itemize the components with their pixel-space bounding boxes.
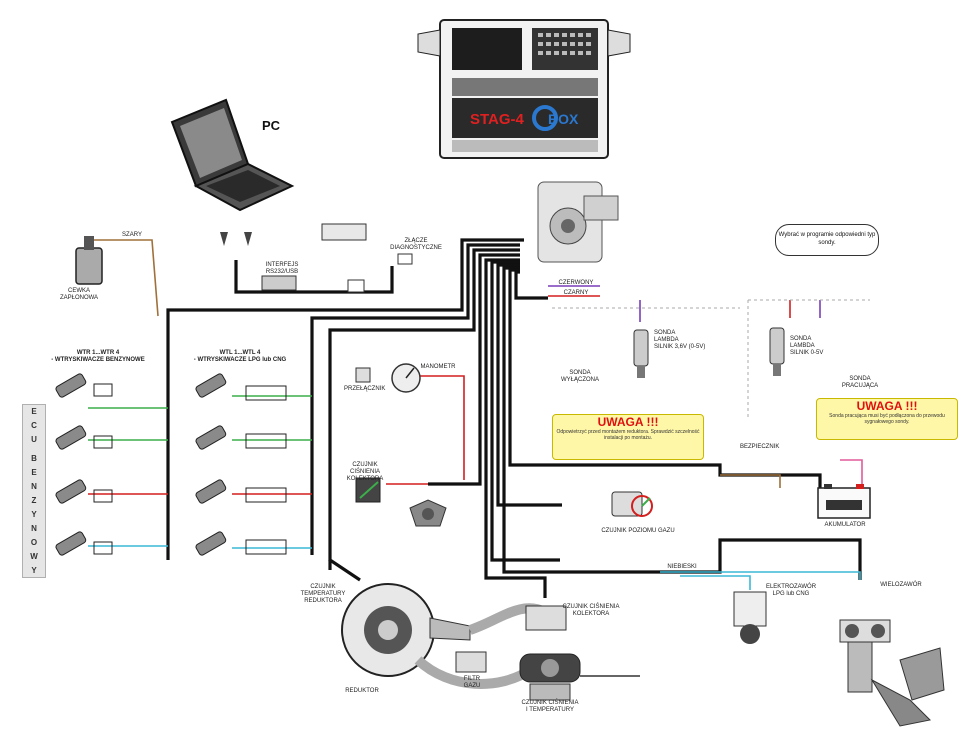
filter-label: FILTR GAZU bbox=[463, 676, 481, 689]
warning-left-title: UWAGA !!! bbox=[597, 415, 659, 429]
interface-module bbox=[220, 223, 413, 293]
petrol-injector-3 bbox=[55, 479, 113, 504]
warning-right-text: Sonda pracująca musi być podłączona do p… bbox=[829, 413, 945, 425]
temp-sensor-icon bbox=[519, 605, 581, 701]
lambda-right-icon bbox=[769, 327, 785, 376]
sonda-pracujaca-label: SONDA PRACUJĄCA bbox=[841, 376, 879, 389]
warning-right-title: UWAGA !!! bbox=[856, 399, 918, 413]
ignition-coil-icon bbox=[75, 236, 103, 285]
switch-label: PRZEŁĄCZNIK bbox=[344, 386, 386, 392]
module-sub: BOX bbox=[548, 111, 579, 127]
interface-label: INTERFEJS RS232/USB bbox=[265, 262, 299, 275]
lambda-left-icon bbox=[633, 329, 649, 378]
reducer-head bbox=[537, 181, 619, 263]
ecu-letter: C bbox=[31, 421, 37, 431]
ecu-letter: Y bbox=[31, 565, 37, 575]
battery-label: AKUMULATOR bbox=[824, 522, 866, 528]
lpg-injector-4 bbox=[195, 531, 287, 556]
petrol-injector-4 bbox=[55, 531, 113, 556]
pressure-sensor-label: CZUJNIK CIŚNIENIA I TEMPERATURY bbox=[521, 700, 579, 713]
connector-label: ZŁĄCZE DIAGNOSTYCZNE bbox=[390, 238, 442, 251]
map-collector-label: CZUJNIK CIŚNIENIA KOLEKTORA bbox=[562, 604, 620, 617]
lpg-injectors-header: WTL 1...WTL 4 - WTRYSKIWACZE LPG lub CNG bbox=[193, 350, 287, 363]
laptop-icon bbox=[170, 98, 295, 212]
sensor-type-bubble: Wybrać w programie odpowiedni typ sondy. bbox=[775, 224, 879, 256]
warning-left-text: Odpowietrzyć przed montażem reduktora. S… bbox=[556, 429, 700, 441]
lpg-injector-1 bbox=[195, 373, 287, 401]
gas-sensor-label: CZUJNIK POZIOMU GAZU bbox=[601, 528, 675, 534]
fuse-label: BEZPIECZNIK bbox=[740, 444, 780, 450]
manometer-icon bbox=[391, 363, 421, 393]
ecu-side-bar: E C U B E N Z Y N O W Y bbox=[22, 404, 46, 578]
battery-icon bbox=[817, 484, 871, 519]
controller-module: STAG-4 BOX bbox=[417, 19, 631, 159]
lpg-injector-2 bbox=[195, 425, 287, 450]
manometer-label: MANOMETR bbox=[420, 364, 456, 370]
temp-sensor-label: CZUJNIK TEMPERATURY REDUKTORA bbox=[300, 584, 346, 604]
petrol-injector-1 bbox=[55, 373, 113, 398]
warning-left: UWAGA !!! Odpowietrzyć przed montażem re… bbox=[552, 414, 704, 460]
map-sensor-icon bbox=[355, 477, 381, 503]
map-sensor-label: CZUJNIK CIŚNIENIA KOLEKTORA bbox=[346, 462, 384, 482]
multivalve-icon bbox=[839, 619, 945, 727]
wire-blue-label: NIEBIESKI bbox=[667, 564, 697, 570]
ecu-letter: N bbox=[31, 481, 37, 491]
lpg-injectors bbox=[195, 373, 287, 556]
filter-icon bbox=[409, 499, 447, 527]
ecu-letter: W bbox=[30, 551, 38, 561]
ecu-letter: N bbox=[31, 523, 37, 533]
wire-red-label: CZERWONY bbox=[558, 280, 594, 286]
lpg-injector-3 bbox=[195, 479, 287, 504]
switch-icon bbox=[355, 367, 371, 383]
coil-label: CEWKA ZAPŁONOWA bbox=[59, 288, 99, 301]
warning-right: UWAGA !!! Sonda pracująca musi być podłą… bbox=[816, 398, 958, 440]
ecu-letter: B bbox=[31, 454, 37, 464]
vaporizer-icon bbox=[341, 583, 548, 689]
multivalve-label: WIELOZAWÓR bbox=[880, 582, 922, 588]
module-brand: STAG-4 bbox=[470, 111, 525, 128]
ecu-letter: U bbox=[31, 435, 37, 445]
petrol-injectors-header: WTR 1...WTR 4 - WTRYSKIWACZE BENZYNOWE bbox=[51, 350, 145, 363]
gas-valve-icon bbox=[455, 651, 487, 673]
wire-gray-label: SZARY bbox=[122, 232, 142, 238]
ecu-letter: Y bbox=[31, 509, 37, 519]
ecu-letter: Z bbox=[31, 495, 37, 505]
main-harness bbox=[166, 238, 862, 598]
vaporizer-label: REDUKTOR bbox=[345, 688, 379, 694]
divider-dashed-right bbox=[747, 299, 870, 420]
lambda-left-label: SONDA LAMBDA SILNIK 3,6V (0-5V) bbox=[654, 330, 706, 350]
pc-label: PC bbox=[262, 118, 281, 133]
ecu-letter: E bbox=[31, 468, 37, 478]
ecu-letter: E bbox=[31, 407, 37, 417]
lambda-right-label: SONDA LAMBDA SILNIK 0-5V bbox=[790, 336, 824, 356]
petrol-injectors bbox=[55, 373, 113, 556]
solenoid-valve-icon bbox=[733, 591, 767, 644]
lambda-probe-note: SONDA WYŁĄCZONA bbox=[560, 370, 599, 383]
wire-black-label: CZARNY bbox=[563, 290, 589, 296]
petrol-injector-2 bbox=[55, 425, 113, 450]
gas-valve-label: ELEKTROZAWÓR LPG lub CNG bbox=[765, 584, 817, 597]
ecu-letter: O bbox=[30, 537, 38, 547]
level-sensor-icon bbox=[611, 491, 653, 517]
